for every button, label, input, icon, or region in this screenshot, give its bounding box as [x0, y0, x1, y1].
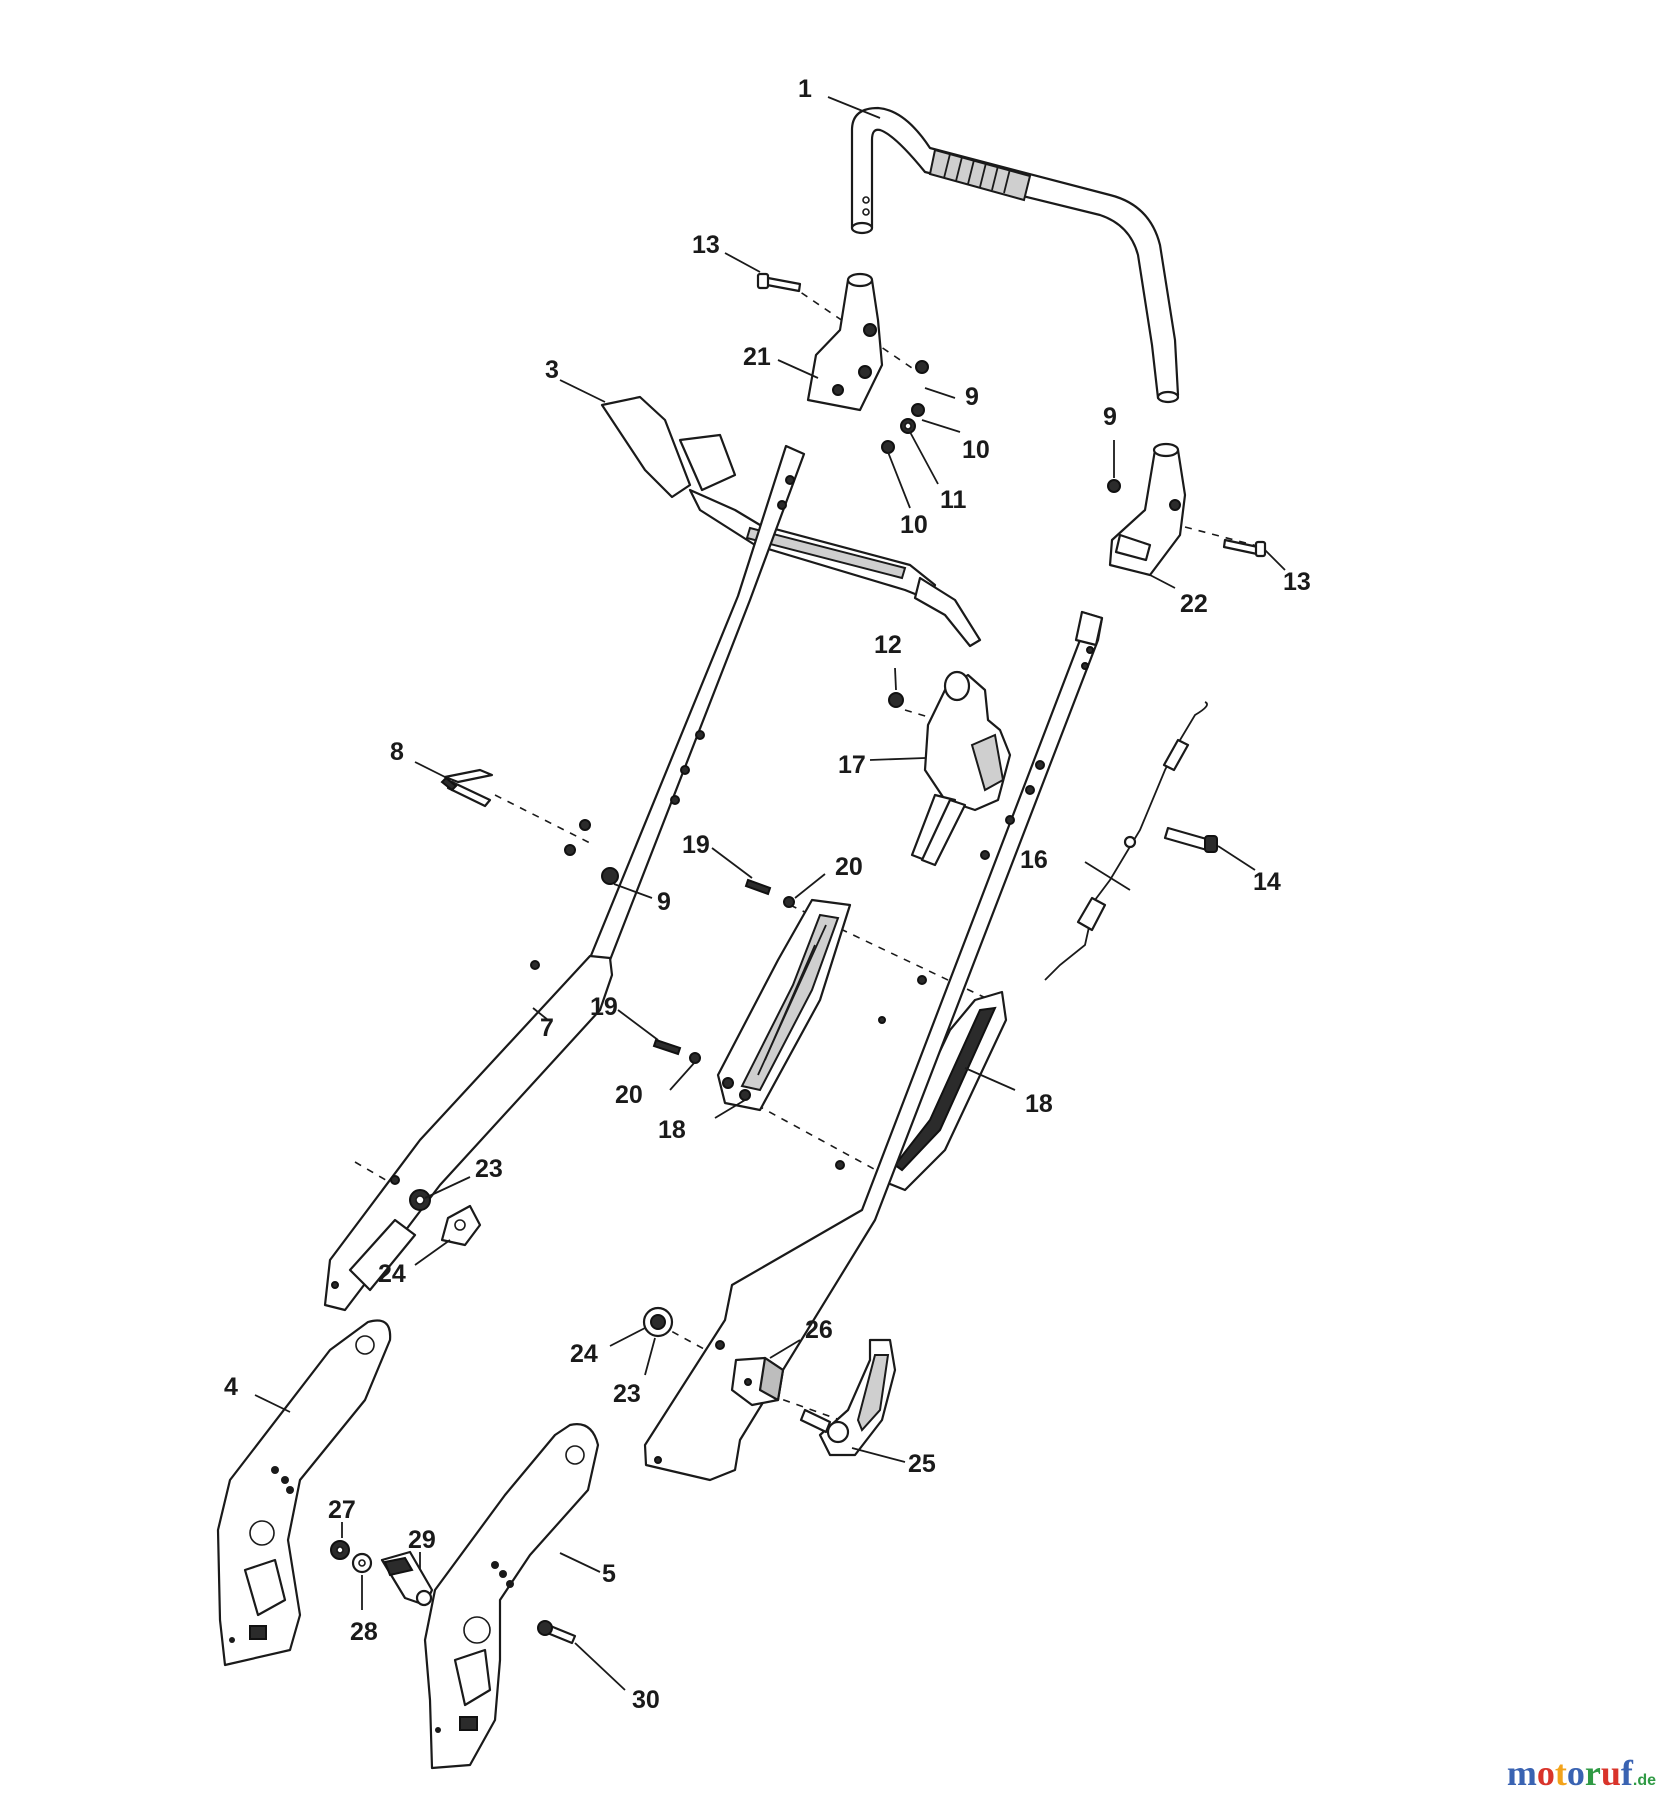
- washer-20-upper: [783, 896, 795, 908]
- left-handle-bracket: [806, 272, 884, 412]
- callout-19-lower: 19: [590, 993, 618, 1021]
- nut-9-middle: [601, 867, 619, 885]
- callout-14: 14: [1253, 868, 1281, 896]
- knob-24-left: [440, 1204, 482, 1247]
- nut-9-right: [1107, 479, 1121, 493]
- nut-12: [888, 692, 904, 708]
- callout-24-left: 24: [378, 1260, 406, 1288]
- logo-letter: u: [1600, 1753, 1621, 1793]
- logo-tld: .de: [1632, 1772, 1656, 1789]
- callout-29: 29: [408, 1526, 436, 1554]
- callout-18-left: 18: [658, 1116, 686, 1144]
- nut-11: [900, 418, 916, 434]
- callout-5: 5: [602, 1560, 616, 1588]
- right-lower-tube: [643, 610, 1104, 1482]
- callout-20-lower: 20: [615, 1081, 643, 1109]
- screw-30: [537, 1620, 577, 1645]
- motoruf-logo: motoruf.de: [1507, 1752, 1656, 1794]
- callout-21: 21: [743, 343, 771, 371]
- bolt-13-left: [756, 272, 802, 293]
- leader-lines: [254, 96, 1286, 1691]
- callout-13-right: 13: [1283, 568, 1311, 596]
- callout-30: 30: [632, 1686, 660, 1714]
- nut-23-left: [409, 1189, 431, 1211]
- logo-letter: t: [1554, 1753, 1567, 1793]
- callout-4: 4: [224, 1373, 238, 1401]
- callout-9-right: 9: [1103, 403, 1117, 431]
- callout-28: 28: [350, 1618, 378, 1646]
- control-cable: [1044, 701, 1208, 981]
- callout-26: 26: [805, 1316, 833, 1344]
- nut-9-upper: [915, 360, 929, 374]
- adjust-lever-25: [799, 1338, 897, 1457]
- callout-10-lower: 10: [900, 511, 928, 539]
- nut-27: [330, 1540, 350, 1560]
- screw-19-lower: [652, 1038, 682, 1056]
- left-wheel-bracket: [216, 1319, 392, 1667]
- callout-23-right: 23: [613, 1380, 641, 1408]
- link-29: [380, 1550, 434, 1607]
- callout-25: 25: [908, 1450, 936, 1478]
- cable-cover: [878, 990, 1008, 1192]
- block-26: [730, 1356, 785, 1407]
- knob-24-right: [642, 1306, 674, 1338]
- callout-9-middle: 9: [657, 888, 671, 916]
- lever-housing: [910, 670, 1012, 867]
- left-lower-tube: [323, 444, 806, 1312]
- screw-19-upper: [744, 878, 772, 896]
- callout-13-left: 13: [692, 231, 720, 259]
- callout-1: 1: [798, 75, 812, 103]
- pin-14: [1163, 826, 1218, 853]
- upper-handle-bar: [850, 106, 1180, 404]
- clip-8: [440, 768, 494, 808]
- right-wheel-bracket: [423, 1423, 600, 1770]
- callout-19-upper: 19: [682, 831, 710, 859]
- callout-22: 22: [1180, 590, 1208, 618]
- screw-10-upper: [911, 403, 925, 417]
- callout-10-upper: 10: [962, 436, 990, 464]
- callout-3: 3: [545, 356, 559, 384]
- logo-letter: o: [1566, 1753, 1585, 1793]
- callout-7: 7: [540, 1014, 554, 1042]
- logo-letter: o: [1536, 1753, 1555, 1793]
- handle-grip: [928, 148, 1032, 202]
- control-bail-lever: [600, 395, 982, 648]
- callout-27: 27: [328, 1496, 356, 1524]
- logo-letter: r: [1584, 1753, 1601, 1793]
- callout-20-upper: 20: [835, 853, 863, 881]
- callout-8: 8: [390, 738, 404, 766]
- callout-9-upper: 9: [965, 383, 979, 411]
- callout-11: 11: [940, 486, 967, 514]
- washer-20-lower: [689, 1052, 701, 1064]
- callout-24-right: 24: [570, 1340, 598, 1368]
- washer-28: [351, 1552, 373, 1574]
- callout-17: 17: [838, 751, 866, 779]
- logo-letter: f: [1620, 1753, 1633, 1793]
- callout-23-left: 23: [475, 1155, 503, 1183]
- callout-18-right: 18: [1025, 1090, 1053, 1118]
- callout-16: 16: [1020, 846, 1048, 874]
- screw-10-lower: [881, 440, 895, 454]
- right-handle-bracket: [1108, 442, 1187, 577]
- cable-guide-rail: [716, 898, 852, 1112]
- callout-12: 12: [874, 631, 902, 659]
- callout-labels: 1 3 4 5 7 8 9 9 9 10 10 11 12 13 13 14 1…: [224, 75, 1311, 1714]
- logo-letter: m: [1506, 1753, 1537, 1793]
- bolt-13-right: [1222, 538, 1267, 558]
